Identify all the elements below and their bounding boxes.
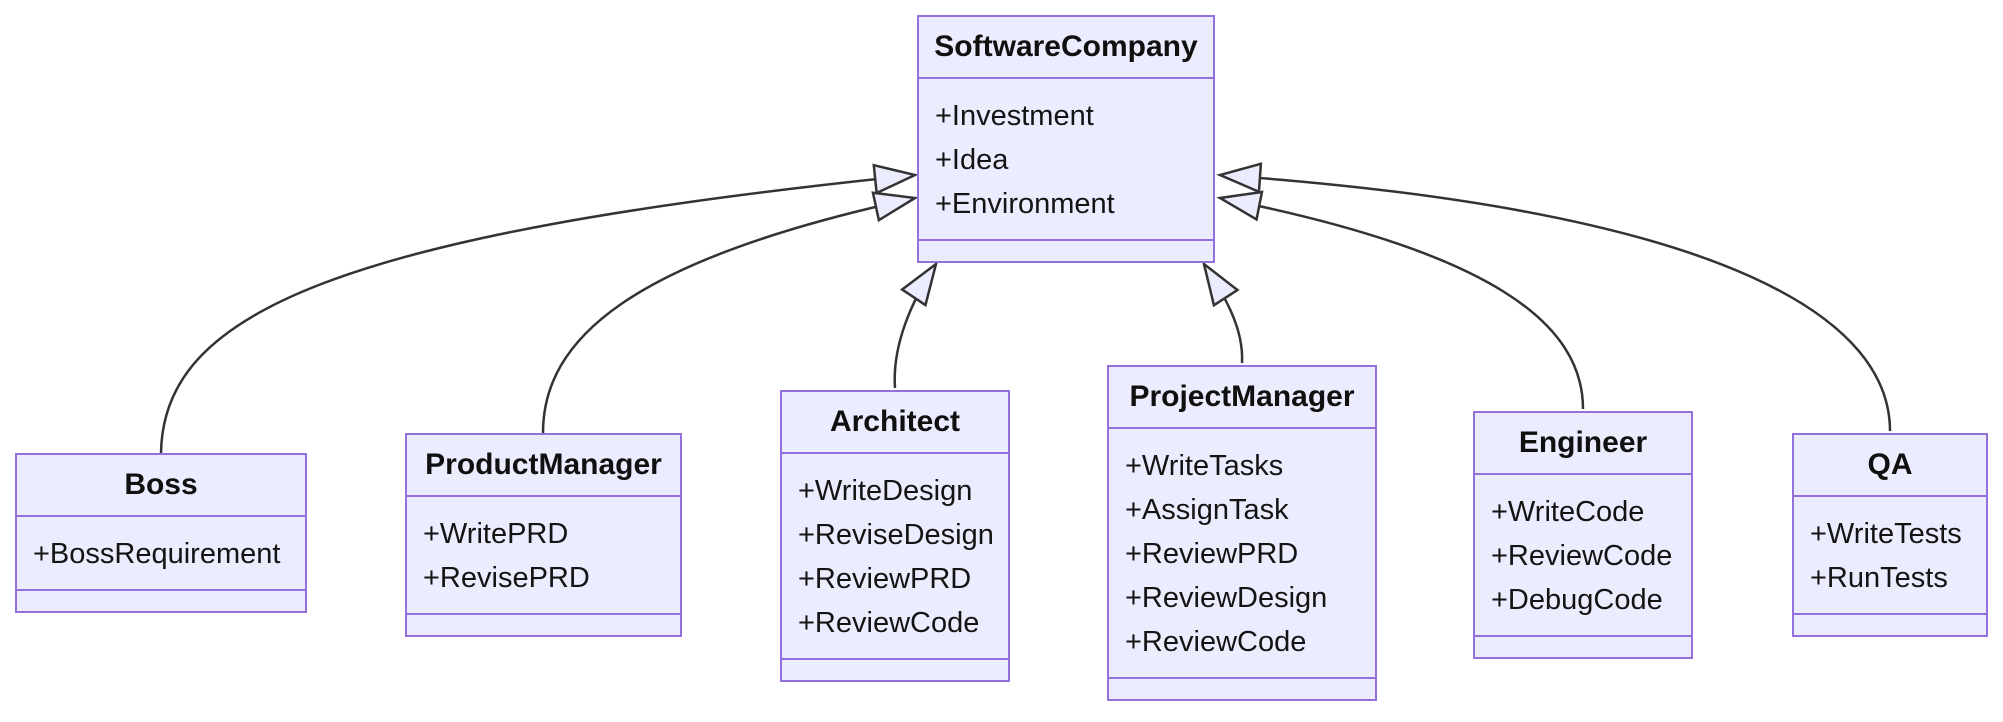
class-attribute: +WriteTests [1810,518,1962,550]
class-attributes: +Investment +Idea +Environment [919,79,1213,239]
class-attribute: +RevisePRD [423,562,590,594]
class-attributes: +WriteTasks +AssignTask +ReviewPRD +ReviewD… [1109,429,1375,677]
class-attribute: +WritePRD [423,518,569,550]
inheritance-arrow-architect [893,260,939,389]
class-node-boss: Boss +BossRequirement [15,453,307,613]
class-attribute: +ReviewCode [798,607,980,639]
inheritance-arrow-projectmanager [1201,260,1244,364]
class-attribute: +Environment [935,188,1115,220]
class-attribute: +Idea [935,144,1009,176]
class-attributes: +WriteDesign +ReviseDesign +ReviewPRD +Revi… [782,454,1008,658]
class-title: ProductManager [407,435,680,497]
class-title: QA [1794,435,1986,497]
class-methods-empty [919,239,1213,261]
class-attributes: +WriteTests +RunTests [1794,497,1986,613]
class-title: Architect [782,392,1008,454]
class-node-architect: Architect +WriteDesign +ReviseDesign +Revi… [780,390,1010,682]
class-node-productmanager: ProductManager +WritePRD +RevisePRD [405,433,682,637]
class-title: SoftwareCompany [919,17,1213,79]
class-attribute: +ReviewPRD [1125,538,1299,570]
class-methods-empty [407,613,680,635]
class-attributes: +BossRequirement [17,517,305,589]
class-methods-empty [1475,635,1691,657]
class-attribute: +RunTests [1810,562,1948,594]
class-methods-empty [1109,677,1375,699]
class-node-qa: QA +WriteTests +RunTests [1792,433,1988,637]
class-attribute: +BossRequirement [33,538,281,570]
class-attribute: +ReviewPRD [798,563,972,595]
class-attribute: +Investment [935,100,1094,132]
class-attributes: +WriteCode +ReviewCode +DebugCode [1475,475,1691,635]
class-attribute: +AssignTask [1125,494,1289,526]
class-node-softwarecompany: SoftwareCompany +Investment +Idea +Environ… [917,15,1215,263]
class-node-engineer: Engineer +WriteCode +ReviewCode +DebugCode [1473,411,1693,659]
class-title: Engineer [1475,413,1691,475]
class-attribute: +ReviewCode [1491,540,1673,572]
class-attribute: +ReviewDesign [1125,582,1328,614]
class-attribute: +ReviewCode [1125,626,1307,658]
class-node-projectmanager: ProjectManager +WriteTasks +AssignTask +Re… [1107,365,1377,701]
class-attribute: +WriteTasks [1125,450,1284,482]
class-methods-empty [1794,613,1986,635]
class-methods-empty [17,589,305,611]
class-attribute: +DebugCode [1491,584,1663,616]
class-attribute: +WriteDesign [798,475,973,507]
class-title: ProjectManager [1109,367,1375,429]
class-methods-empty [782,658,1008,680]
class-attribute: +ReviseDesign [798,519,994,551]
class-attribute: +WriteCode [1491,496,1645,528]
class-title: Boss [17,455,305,517]
class-attributes: +WritePRD +RevisePRD [407,497,680,613]
